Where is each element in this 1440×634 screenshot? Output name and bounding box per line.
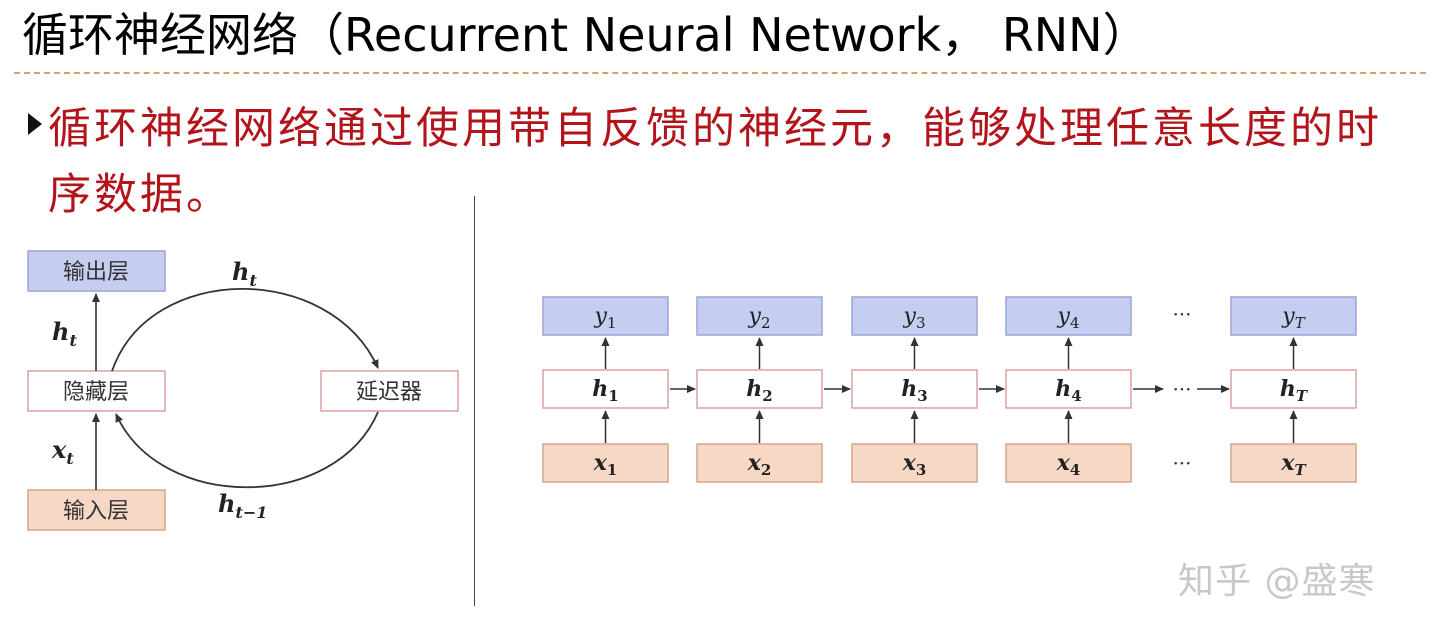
input-label: xt xyxy=(51,435,74,468)
top-arc-label: ht xyxy=(232,257,257,290)
input-label-2: x2 xyxy=(747,450,772,479)
input-label-1: x1 xyxy=(593,450,618,479)
unrolled-rnn-diagram: y1 h1 x1 y2 h2 x2 y3 h3 x3 y4 h4 x4 yT hT xT ··· ··· ··· xyxy=(542,296,1357,483)
hidden-box-T xyxy=(1230,369,1357,409)
hidden-label-4: h4 xyxy=(1055,376,1081,405)
input-box-3 xyxy=(851,443,978,483)
left-rnn-diagram: 输出层 隐藏层 输入层 延迟器 ht ht xt ht−1 xyxy=(27,250,459,531)
watermark: 知乎 @盛寒 xyxy=(1178,561,1376,602)
title-divider xyxy=(14,72,1426,74)
hidden-label-1: h1 xyxy=(592,376,618,405)
output-label-4: y4 xyxy=(1057,304,1080,332)
hidden-box-4 xyxy=(1005,369,1132,409)
bullet-triangle-icon xyxy=(28,113,42,135)
hidden-box-2 xyxy=(696,369,823,409)
input-box-T xyxy=(1230,443,1357,483)
delay-unit-box xyxy=(320,370,459,412)
hidden-layer-label: 隐藏层 xyxy=(63,380,129,405)
output-label-3: y3 xyxy=(903,304,926,332)
output-layer-box xyxy=(27,250,166,292)
hidden-box-1 xyxy=(542,369,669,409)
hidden-output-label: ht xyxy=(52,317,77,350)
output-box-2 xyxy=(696,296,823,336)
hidden-box-3 xyxy=(851,369,978,409)
output-box-3 xyxy=(851,296,978,336)
delay-to-hidden-arc xyxy=(115,411,379,489)
input-label-T: xT xyxy=(1280,450,1307,479)
output-box-T xyxy=(1230,296,1357,336)
hidden-layer-box xyxy=(27,370,166,412)
output-label-1: y1 xyxy=(594,304,617,332)
output-label-2: y2 xyxy=(748,304,771,332)
input-box-1 xyxy=(542,443,669,483)
input-box-4 xyxy=(1005,443,1132,483)
input-layer-label: 输入层 xyxy=(63,499,129,524)
hidden-label-T: hT xyxy=(1280,376,1309,405)
delay-unit-label: 延迟器 xyxy=(356,380,422,405)
hidden-label-3: h3 xyxy=(901,376,927,405)
input-layer-box xyxy=(27,489,166,531)
ellipsis-x: ··· xyxy=(1172,451,1191,475)
output-label-T: yT xyxy=(1281,304,1305,332)
ellipsis-y: ··· xyxy=(1172,302,1191,326)
output-layer-label: 输出层 xyxy=(63,260,129,285)
hidden-label-2: h2 xyxy=(746,376,772,405)
input-label-3: x3 xyxy=(902,450,927,479)
slide-title: 循环神经网络（Recurrent Neural Network， RNN） xyxy=(22,8,1149,62)
ellipsis-h: ··· xyxy=(1172,377,1191,401)
bullet-text: 循环神经网络通过使用带自反馈的神经元，能够处理任意长度的时序数据。 xyxy=(48,104,1382,220)
bottom-arc-label: ht−1 xyxy=(218,489,267,522)
output-box-1 xyxy=(542,296,669,336)
hidden-to-delay-arc xyxy=(111,288,379,372)
output-box-4 xyxy=(1005,296,1132,336)
input-box-2 xyxy=(696,443,823,483)
diagram-divider xyxy=(474,196,475,606)
input-label-4: x4 xyxy=(1056,450,1081,479)
